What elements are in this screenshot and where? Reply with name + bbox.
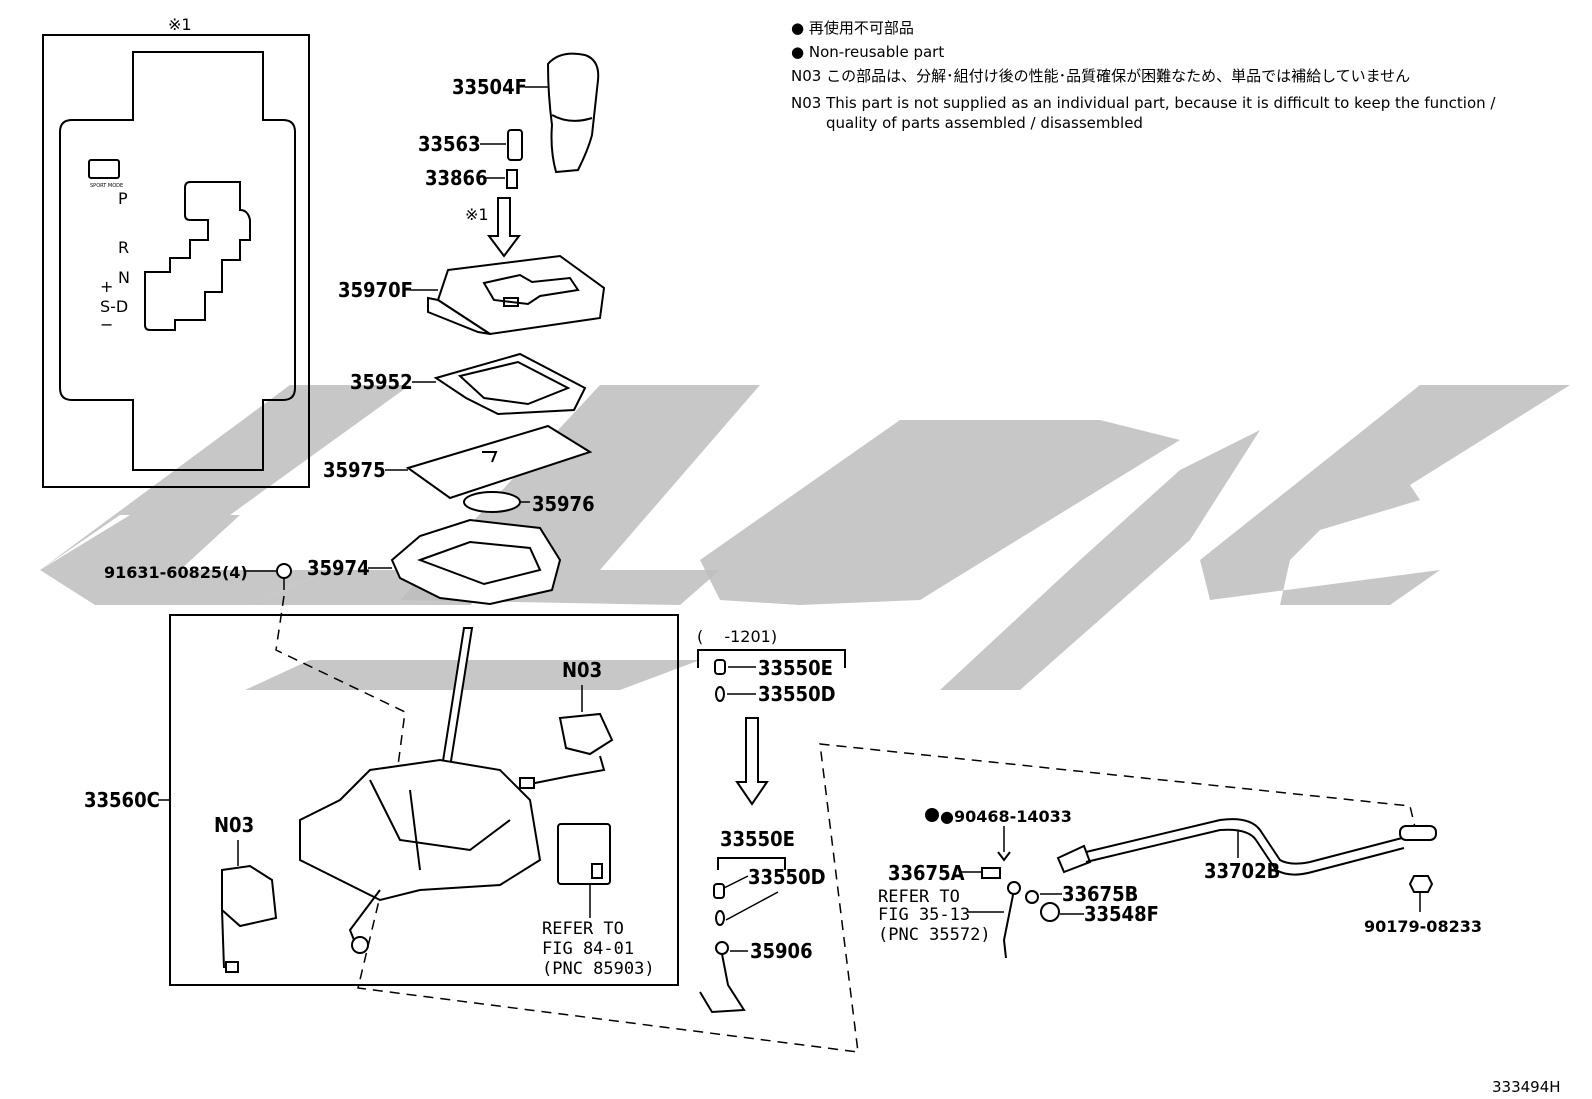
label-33675B: 33675B (1062, 882, 1138, 906)
ref35-line2: FIG 35-13 (878, 905, 970, 925)
label-35975: 35975 (323, 458, 386, 482)
pos-SD: S-D (100, 297, 128, 316)
figure-id: 333494H (1492, 1078, 1561, 1096)
pin-group-top: ( -1201) 33550E 33550D (697, 627, 846, 806)
label-33550E-a: 33550E (758, 656, 833, 680)
assembly-arrow: ※1 (465, 197, 521, 258)
label-33550D-a: 33550D (758, 682, 836, 706)
note-line4a: N03 This part is not supplied as an indi… (791, 94, 1496, 112)
button-parts: 33563 33866 (418, 129, 523, 190)
label-90468: ●90468-14033 (940, 807, 1072, 826)
note-line3: N03 この部品は、分解･組付け後の性能･品質確保が困難なため、単品では補給して… (791, 67, 1410, 85)
label-33550E-b: 33550E (720, 827, 795, 851)
label-35974: 35974 (307, 556, 370, 580)
ref35-line3: (PNC 35572) (878, 925, 991, 945)
indicator-housing: 35970F (338, 254, 606, 336)
label-35952: 35952 (350, 370, 413, 394)
pos-minus: − (100, 315, 113, 334)
range-label: ( -1201) (697, 627, 777, 646)
label-n03-b: N03 (214, 813, 254, 837)
pos-P: P (118, 189, 128, 208)
inset-mark: ※1 (168, 15, 192, 34)
plate-35952: 35952 (350, 352, 587, 416)
cable-assembly: ●90468-14033 33675A REFER TO FIG 35-13 (… (878, 807, 1482, 959)
label-33675A: 33675A (888, 861, 965, 885)
legend-notes: ● 再使用不可部品 ● Non-reusable part N03 この部品は、… (791, 19, 1496, 132)
label-35906: 35906 (750, 939, 813, 963)
sport-label: SPORT MODE (90, 183, 123, 189)
label-33702B: 33702B (1204, 859, 1280, 883)
label-33550D-b: 33550D (748, 865, 826, 889)
inset-panel: ※1 SPORT MODE P R N + S-D − (42, 15, 310, 488)
sport-button-icon (88, 159, 120, 179)
pos-plus: + (100, 277, 113, 296)
slide-cover-35975: 35975 (323, 424, 593, 500)
label-n03-a: N03 (562, 658, 602, 682)
label-33866: 33866 (425, 166, 488, 190)
label-35970F: 35970F (338, 278, 413, 302)
pin-group-bottom: 33550E 33550D 35906 (699, 827, 826, 1014)
watermark (40, 385, 1570, 690)
label-33504F: 33504F (452, 75, 527, 99)
ref35-line1: REFER TO (878, 887, 960, 907)
label-33563: 33563 (418, 132, 481, 156)
label-35976: 35976 (532, 492, 595, 516)
arrow-mark: ※1 (465, 205, 489, 224)
ref84-line3: (PNC 85903) (542, 959, 655, 979)
label-91631: 91631-60825(4) (104, 563, 248, 582)
base-35974: 35974 (307, 518, 562, 606)
ref84-line2: FIG 84-01 (542, 939, 634, 959)
note-line1: ● 再使用不可部品 (791, 19, 914, 37)
label-33548F: 33548F (1084, 902, 1159, 926)
note-line2: ● Non-reusable part (791, 43, 944, 61)
pos-N: N (118, 268, 130, 287)
label-90179: 90179-08233 (1364, 917, 1482, 936)
label-33560C: 33560C (84, 788, 160, 812)
disc-35976: 35976 (463, 491, 595, 516)
ref84-line1: REFER TO (542, 919, 624, 939)
screw-91631: 91631-60825(4) (104, 563, 1419, 1053)
shift-knob: 33504F (452, 52, 600, 174)
shifter-assembly-box: 33560C N03 N03 REFER TO FIG 84-01 (PNC 8… (84, 614, 679, 986)
note-line4b: quality of parts assembled / disassemble… (826, 114, 1143, 132)
pos-R: R (118, 238, 129, 257)
